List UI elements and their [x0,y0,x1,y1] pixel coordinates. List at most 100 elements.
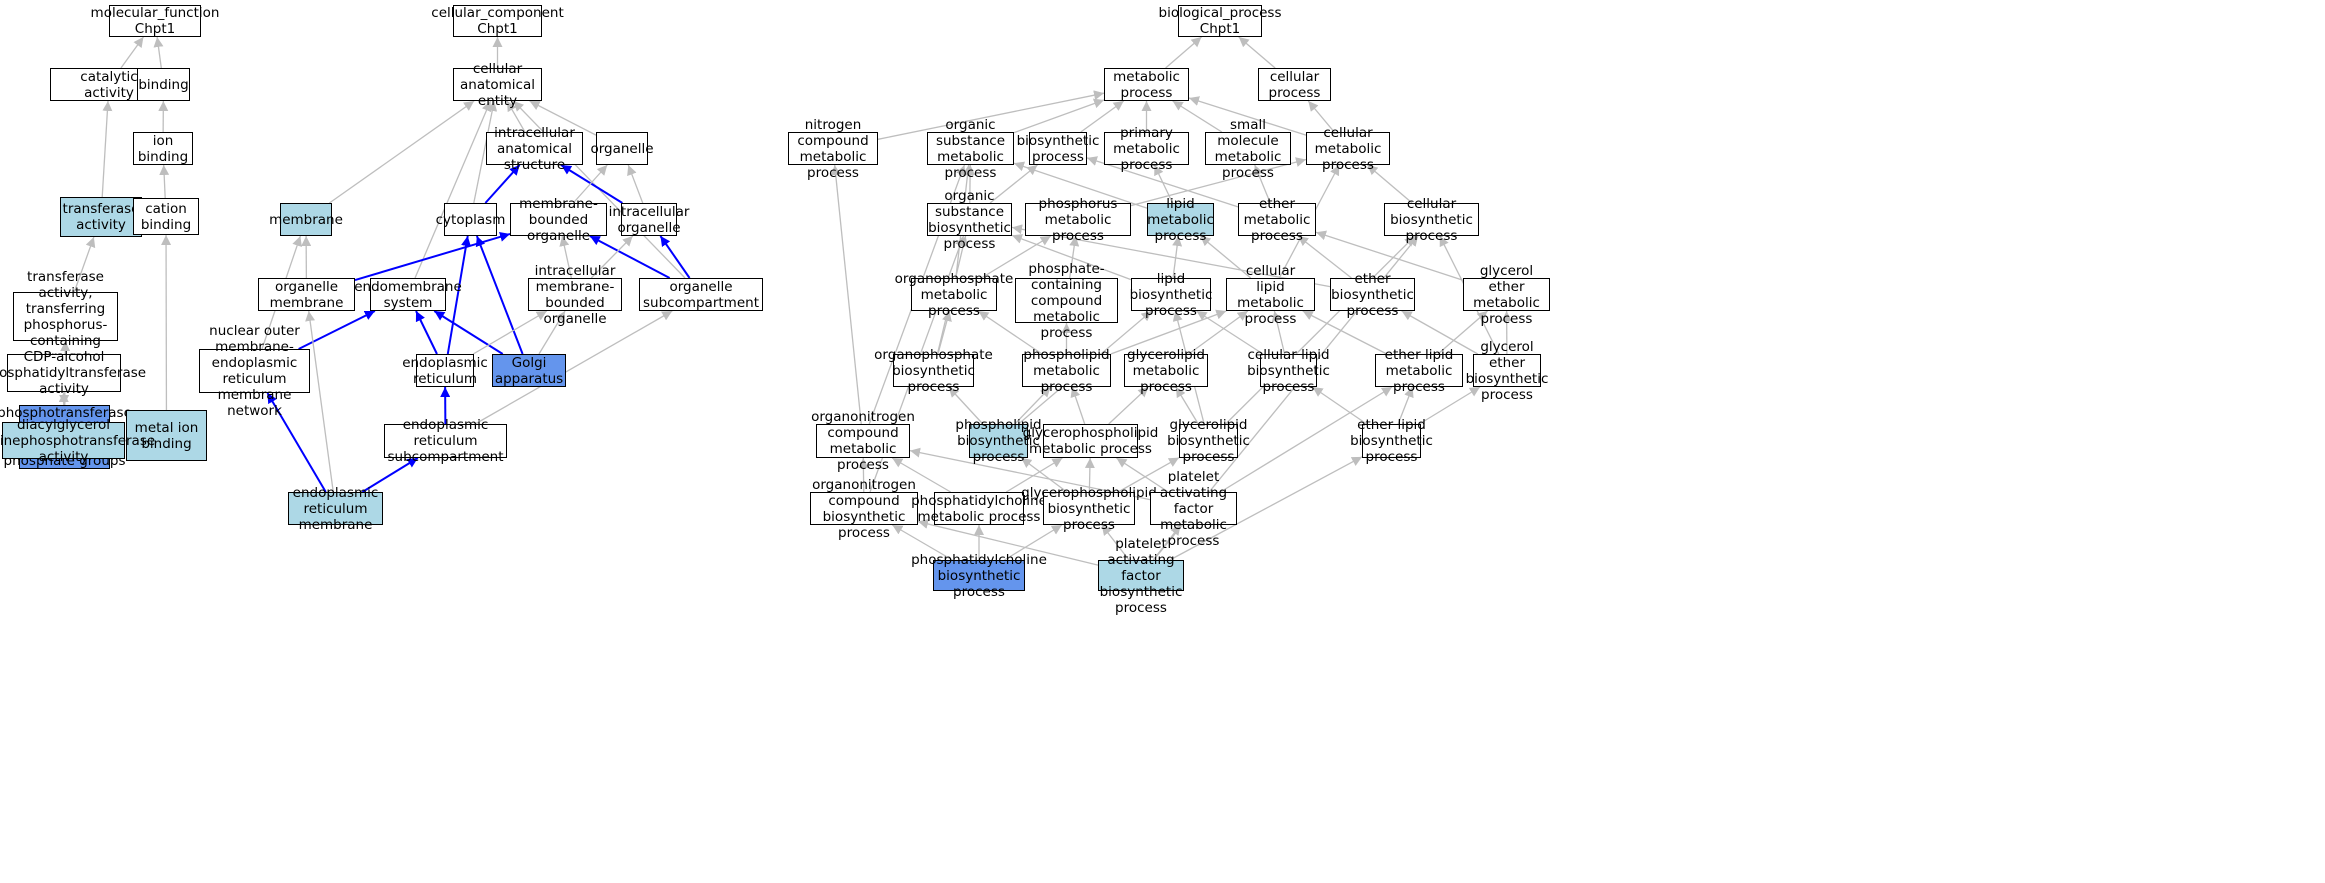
edge-emp-to-biop [1086,156,1239,208]
edge-bind-to-mf [153,36,164,69]
node-emp: ether metabolic process [1238,196,1316,244]
edge-plbp-to-opbp [948,386,984,425]
edge-golgi-to-imbo [538,310,566,355]
edge-imbo-to-iorg [590,235,634,279]
edge-elmp-to-clmp [1302,310,1388,355]
node-clbp: cellular lipid biosynthetic process [1247,346,1330,395]
edge-ersub-to-osub [474,310,673,425]
edge-gplbp-to-glbp [1117,457,1180,493]
node-glmp: glycerolipid metabolic process [1124,347,1208,395]
node-gplbp: glycerophospholipid biosynthetic process [1021,484,1157,533]
node-plbp: phospholipid biosynthetic process [955,417,1042,465]
node-mbo: membrane-bounded organelle [510,196,607,244]
edge-emp-to-smmp [1253,164,1271,204]
edge-lbp-to-osbp [1011,234,1132,281]
edge-gebp-to-ebp [1401,310,1479,355]
edge-oncbp-to-oncmp [858,457,869,493]
edge-plbp-to-plmp [1014,386,1052,425]
node-orgmem: organelle membrane [258,278,355,311]
node-trans: transferase activity [60,197,142,237]
node-metb: metal ion binding [126,410,207,461]
node-osmp: organic substance metabolic process [927,117,1014,181]
edge-endo-to-cae [414,100,492,279]
edge-pafmp-to-gplmp [1116,457,1169,493]
edge-glbp-to-cbp [1225,235,1416,425]
node-pcbp: phosphatidylcholine biosynthetic process [911,551,1047,600]
edge-ebp-to-emp [1297,235,1352,279]
node-mf: molecular_function Chpt1 [90,5,220,37]
edge-cyto-to-cae [473,100,498,204]
edge-oncmp-to-ncmp [830,164,862,425]
edge-catb-to-ionb [159,164,170,199]
node-biop: biosynthetic process [1016,132,1100,165]
edge-pafmp-to-elmp [1220,386,1393,493]
node-glbp: glycerolipid biosynthetic process [1167,417,1250,465]
node-dag: diacylglycerol cholinephosphotransferase… [0,416,156,465]
edge-biop-to-metp [1080,100,1125,133]
edge-erm-to-nom [266,392,327,493]
edge-lmp-to-pmp [1153,164,1174,204]
node-bp: biological_process Chpt1 [1158,5,1282,37]
edge-ebp-to-osbp [1011,224,1331,288]
edge-er-to-imbo [472,310,548,355]
edge-mem-to-cae [329,100,475,204]
edge-pccmp-to-phmp [1069,235,1080,279]
edge-cat-to-mf [120,36,144,69]
edge-glbp-to-glmp [1175,386,1199,425]
node-imbo: intracellular membrane-bounded organelle [528,263,622,327]
node-cc: cellular_component Chpt1 [431,5,564,37]
edge-ias-to-cae [506,100,526,133]
edge-pcbp-to-gplbp [1004,524,1063,561]
node-ionb: ion binding [133,132,193,165]
node-metp: metabolic process [1104,68,1189,101]
edge-iorg-to-ias [560,164,623,204]
edge-cyto-to-ias [484,164,521,204]
edge-smmp-to-metp [1172,100,1223,133]
node-elbp: ether lipid biosynthetic process [1350,417,1433,465]
node-cellp: cellular process [1258,68,1331,101]
node-catb: cation binding [133,198,199,235]
node-osbp: organic substance biosynthetic process [927,187,1012,252]
node-phmp: phosphorus metabolic process [1025,196,1131,244]
edge-clbp-to-clmp [1271,310,1286,355]
node-cmp: cellular metabolic process [1306,125,1390,173]
edge-pcbp-to-oncbp [891,524,953,561]
edge-osub-to-iorg [659,235,691,279]
node-pafmp: platelet activating factor metabolic pro… [1150,469,1237,549]
edge-elbp-to-gebp [1419,386,1481,425]
edge-trans-to-cat [101,100,113,198]
edge-elbp-to-clbp [1312,386,1368,425]
node-opbp: organophosphate biosynthetic process [874,346,993,395]
node-nom: nuclear outer membrane-endoplasmic retic… [199,323,310,419]
node-org: organelle [590,132,654,165]
edge-pcmp-to-oncmp [891,457,951,493]
node-transp: transferase activity, transferring phosp… [13,269,118,365]
edge-nom-to-endo [298,310,376,350]
edge-gemp-to-emp [1315,230,1464,281]
edge-pafmp-to-oncmp [909,447,1151,501]
edge-osub-to-mbo [589,235,671,279]
edge-transp-to-trans [73,236,96,293]
edge-golgi-to-cyto [475,235,524,355]
node-bind: binding [137,68,190,101]
edge-imbo-to-mbo [559,235,573,279]
node-ias: intracellular anatomical structure [486,125,583,173]
node-opmp: organophosphate metabolic process [894,270,1014,319]
edge-pafbp-to-elbp [1169,456,1363,561]
node-er: endoplasmic reticulum [402,354,488,387]
node-pafbp: platelet activating factor biosynthetic … [1098,535,1184,616]
node-pcmp: phosphatidylcholine metabolic process [911,492,1047,525]
edge-org-to-cae [529,100,597,136]
edge-er-to-cyto [446,235,471,355]
edge-gplbp-to-plbp [1020,457,1068,493]
edge-clmp-to-lmp [1199,235,1252,279]
edge-erm-to-orgmem [305,310,334,493]
node-endo: endomembrane system [354,278,462,311]
edge-metp-to-bp [1165,36,1202,69]
edge-cbp-to-cmp [1366,164,1413,204]
node-ebp: ether biosynthetic process [1330,270,1415,319]
edge-osbp-to-biop [989,164,1038,204]
node-cdp: CDP-alcohol phosphatidyltransferase acti… [0,349,147,397]
node-plmp: phospholipid metabolic process [1022,346,1111,395]
